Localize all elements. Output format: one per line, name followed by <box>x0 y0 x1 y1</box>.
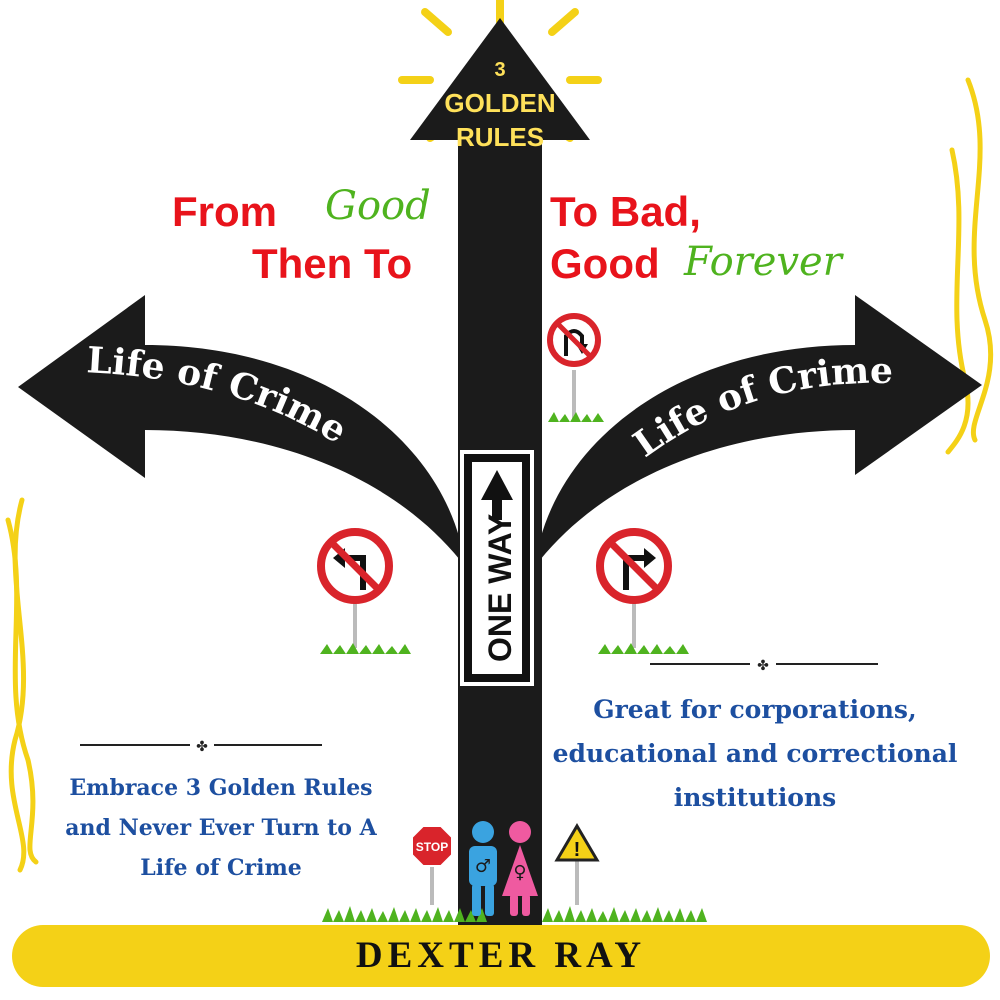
female-figure-icon: ♀ <box>502 821 538 916</box>
no-right-turn-sign <box>596 528 689 654</box>
badge-line-1: 3 <box>494 59 505 81</box>
left-blurb-line-1: Embrace 3 Golden Rules <box>69 775 373 801</box>
golden-rules-badge: 3 GOLDEN RULES <box>444 59 555 152</box>
grass-strips <box>322 906 707 922</box>
right-blurb: Great for corporations, educational and … <box>540 688 970 820</box>
right-blurb-line-1: Great for corporations, <box>593 695 917 724</box>
headline-good-1: Good <box>325 183 431 229</box>
left-arrow-road <box>18 295 460 560</box>
stop-sign-label: STOP <box>416 840 448 854</box>
divider-left: ✤ <box>80 739 322 755</box>
author-banner: DEXTER RAY <box>12 925 990 987</box>
one-way-sign: ONE WAY <box>460 450 534 686</box>
no-u-turn-sign <box>547 313 604 422</box>
headline-forever: Forever <box>684 239 842 285</box>
right-blurb-line-2: educational and correctional <box>552 739 958 768</box>
one-way-arrow-icon <box>481 470 513 520</box>
author-name: DEXTER RAY <box>355 935 647 976</box>
headline-then-to: Then To <box>252 240 413 287</box>
left-blurb-line-3: Life of Crime <box>140 855 302 881</box>
one-way-label: ONE WAY <box>482 514 518 662</box>
badge-line-2: GOLDEN <box>444 88 555 118</box>
right-blurb-line-3: institutions <box>673 783 837 812</box>
right-arrow-road <box>540 295 982 560</box>
divider-right: ✤ <box>650 658 878 674</box>
left-blurb: Embrace 3 Golden Rules and Never Ever Tu… <box>36 768 406 888</box>
left-blurb-line-2: and Never Ever Turn to A <box>65 815 377 841</box>
svg-text:♀: ♀ <box>513 862 526 883</box>
male-figure-icon: ♂ <box>469 821 497 916</box>
warning-sign: ! <box>554 823 600 905</box>
stop-sign: STOP <box>411 825 453 905</box>
svg-text:✤: ✤ <box>196 739 208 755</box>
svg-text:✤: ✤ <box>757 658 769 674</box>
decorative-squiggle-right <box>945 77 994 455</box>
decorative-squiggle-left <box>5 497 39 873</box>
headline-to-bad: To Bad, <box>550 188 701 235</box>
no-left-turn-sign <box>317 528 411 654</box>
headline-from: From <box>172 188 277 235</box>
svg-text:♂: ♂ <box>475 856 491 877</box>
badge-line-3: RULES <box>456 122 544 152</box>
headline-good-2: Good <box>550 240 660 287</box>
top-arrowhead <box>410 18 590 140</box>
warning-sign-symbol: ! <box>574 839 581 861</box>
